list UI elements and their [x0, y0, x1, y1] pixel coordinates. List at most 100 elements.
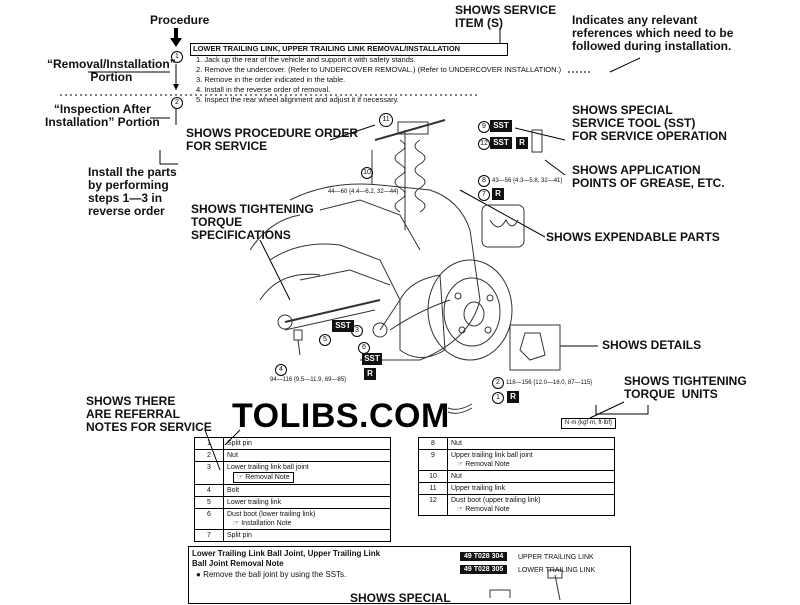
part-name-cell: Dust boot (upper trailing link)☞ Removal…	[447, 494, 615, 516]
sst-code-upper: 49 T028 304	[460, 552, 508, 561]
part-name-cell: Nut	[447, 437, 615, 450]
service-note-link[interactable]: ☞ Removal Note	[227, 472, 387, 483]
step-marker-1: 1	[171, 51, 183, 63]
referral-notes-callout: SHOWS THERE ARE REFERRAL NOTES FOR SERVI…	[86, 394, 212, 434]
reference-hand-icon: ☞	[237, 474, 244, 481]
inspection-after-callout: “Inspection After Installation” Portion	[45, 102, 160, 129]
sst-code-lower: 49 T028 305	[460, 565, 508, 574]
part-number: 5	[194, 496, 224, 509]
part-marker-4: 4	[275, 364, 287, 376]
part-name-cell: Bolt	[223, 484, 391, 497]
sst-badge: SST	[490, 120, 512, 132]
replace-badge: R	[492, 188, 504, 200]
watermark: TOLIBS.COM	[232, 397, 450, 435]
note-label: Removal Note	[465, 461, 510, 468]
sst-name-upper: UPPER TRAILING LINK	[518, 554, 594, 561]
procedure-order-callout: SHOWS PROCEDURE ORDER FOR SERVICE	[186, 126, 359, 153]
part-number: 12	[418, 494, 448, 516]
details-callout: SHOWS DETAILS	[602, 338, 702, 352]
part-name-cell: Dust boot (lower trailing link)☞ Install…	[223, 508, 391, 530]
torque-spec: 94—116 {9.5—11.9, 69—85}	[270, 377, 347, 383]
note-label: Installation Note	[241, 520, 292, 527]
part-number: 1	[194, 437, 224, 450]
torque-units-callout: SHOWS TIGHTENING TORQUE UNITS	[624, 374, 747, 401]
part-marker-10: 10	[361, 167, 373, 179]
service-note-link[interactable]: ☞ Installation Note	[227, 519, 387, 528]
replace-badge: R	[507, 391, 519, 403]
sst-badge: SST	[332, 320, 354, 332]
part-name: Bolt	[227, 487, 240, 494]
part-name: Dust boot (upper trailing link)	[451, 497, 541, 504]
part-name: Split pin	[227, 440, 252, 447]
install-parts-callout: Install the parts by performing steps 1—…	[88, 165, 177, 218]
replace-badge: R	[364, 368, 376, 380]
expendable-parts-callout: SHOWS EXPENDABLE PARTS	[546, 230, 720, 244]
torque-spec: 118—156 {12.0—16.0, 87—115}	[506, 380, 593, 386]
part-name-cell: Nut	[223, 449, 391, 462]
relevant-references-callout: Indicates any relevant references which …	[572, 13, 734, 53]
part-name: Nut	[451, 473, 462, 480]
part-marker-7: 7	[478, 189, 490, 201]
procedure-step: 2. Remove the undercover. (Refer to UNDE…	[196, 65, 562, 74]
sst-badge: SST	[490, 137, 512, 149]
part-number: 10	[418, 470, 448, 483]
procedure-step: 1. Jack up the rear of the vehicle and s…	[196, 55, 416, 64]
procedure-step: 4. Install in the reverse order of remov…	[196, 85, 331, 94]
part-name: Nut	[227, 452, 238, 459]
part-name: Nut	[451, 440, 462, 447]
grease-callout: SHOWS APPLICATION POINTS OF GREASE, ETC.	[572, 163, 725, 190]
procedure-label: Procedure	[150, 13, 210, 27]
torque-units-box: N·m {kgf·m, ft·lbf}	[561, 418, 617, 429]
part-marker-11: 11	[379, 113, 393, 127]
part-number: 2	[194, 449, 224, 462]
part-name-cell: Lower trailing link ball joint☞ Removal …	[223, 461, 391, 485]
sst-name-lower: LOWER TRAILING LINK	[518, 567, 596, 574]
tightening-torque-callout: SHOWS TIGHTENING TORQUE SPECIFICATIONS	[191, 202, 314, 242]
part-number: 4	[194, 484, 224, 497]
procedure-step: 3. Remove in the order indicated in the …	[196, 75, 346, 84]
reference-hand-icon: ☞	[457, 506, 464, 513]
part-name-cell: Lower trailing link	[223, 496, 391, 509]
procedure-step: 5. Inspect the rear wheel alignment and …	[196, 95, 399, 104]
part-name: Lower trailing link	[227, 499, 282, 506]
part-marker-8: 8	[478, 175, 490, 187]
torque-spec: 44—60 {4.4—6.2, 32—44}	[328, 189, 399, 195]
part-name: Upper trailing link ball joint	[451, 452, 533, 459]
removal-installation-callout: “Removal/Installation” Portion	[47, 57, 176, 84]
procedure-title: LOWER TRAILING LINK, UPPER TRAILING LINK…	[193, 44, 461, 53]
part-marker-3: 3	[351, 325, 363, 337]
service-note-link[interactable]: ☞ Removal Note	[451, 460, 611, 469]
part-marker-12: 12	[478, 138, 490, 150]
part-marker-1: 1	[492, 392, 504, 404]
reference-hand-icon: ☞	[233, 520, 240, 527]
part-marker-2: 2	[492, 377, 504, 389]
part-name: Upper trailing link	[451, 485, 506, 492]
part-name-cell: Split pin	[223, 529, 391, 542]
removal-note-bullet: ● Remove the ball joint by using the SST…	[196, 570, 347, 579]
step-marker-2: 2	[171, 97, 183, 109]
procedure-title-box	[190, 43, 508, 56]
step2-reference: (Refer to UNDERCOVER INSTALLATION.)	[417, 65, 562, 74]
part-name: Lower trailing link ball joint	[227, 464, 309, 471]
part-number: 3	[194, 461, 224, 485]
part-name: Dust boot (lower trailing link)	[227, 511, 316, 518]
part-number: 9	[418, 449, 448, 471]
part-marker-9: 9	[478, 121, 490, 133]
service-note-link[interactable]: ☞ Removal Note	[451, 505, 611, 514]
note-label: Removal Note	[465, 506, 510, 513]
part-name-cell: Split pin	[223, 437, 391, 450]
part-number: 8	[418, 437, 448, 450]
